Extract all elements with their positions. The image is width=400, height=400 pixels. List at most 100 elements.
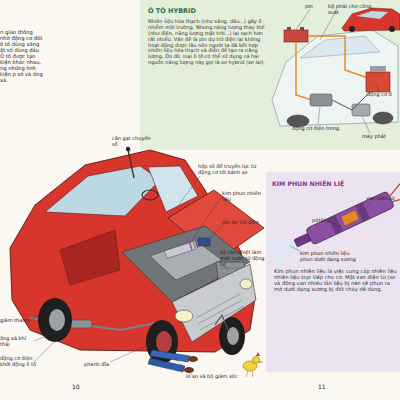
part-label: máy phát (362, 134, 400, 140)
fuel-injector-illustration (265, 229, 302, 269)
car-cutaway-illustration (70, 320, 92, 328)
hybrid-car-illustration (272, 8, 400, 133)
car-cutaway-illustration (219, 317, 245, 355)
hybrid-car-illustration (366, 72, 390, 92)
hybrid-car-illustration (308, 36, 368, 78)
car-cutaway-illustration (259, 361, 264, 363)
hybrid-car-illustration (318, 106, 320, 124)
car-cutaway-illustration (146, 320, 178, 364)
fuel-injector-illustration (265, 177, 400, 269)
part-label: pin (305, 4, 325, 10)
part-label: động cơ điện trong (292, 126, 344, 132)
car-cutaway-illustration (216, 262, 248, 294)
part-label: kim phun nhiên liệu phun dưới dạng sương (300, 251, 360, 263)
hybrid-car-illustration (310, 94, 332, 106)
part-label: phanh đĩa (84, 362, 114, 368)
part-label: bộ phát cho công suất (328, 4, 376, 16)
part-label: hộp số để truyền lực từ động cơ tới bánh… (198, 164, 268, 176)
hybrid-car-illustration (320, 11, 336, 40)
box-heading: KIM PHUN NHIÊN LIỆ (272, 180, 398, 187)
car-cutaway-illustration (34, 336, 60, 362)
car-cutaway-illustration (192, 196, 222, 240)
car-cutaway-illustration (28, 148, 228, 375)
info-box: Ô TÔ HYBRIDNhiên liệu hóa thạch (như xăn… (140, 0, 400, 150)
box-body: Kim phun nhiên liệu là việc cung cấp nhi… (274, 268, 398, 293)
car-cutaway-illustration (45, 166, 160, 216)
part-label: pin dự trữ điện (222, 220, 266, 226)
info-box: KIM PHUN NHIÊN LIỆ Kim phun nhiên liệu là… (266, 172, 400, 372)
car-cutaway-illustration (128, 150, 134, 178)
part-label: pittông (312, 218, 334, 224)
part-label: cần gạt chuyển số (112, 136, 152, 148)
car-cutaway-illustration (184, 367, 194, 373)
car-cutaway-illustration (148, 358, 185, 372)
car-cutaway-illustration (126, 147, 130, 151)
car-cutaway-illustration (172, 264, 256, 342)
injector-leader-line (290, 246, 300, 251)
hybrid-car-illustration (272, 30, 398, 126)
hybrid-car-illustration (332, 92, 370, 110)
car-cutaway-illustration (38, 298, 72, 342)
fuel-injector-illustration (387, 183, 400, 205)
car-cutaway-illustration (122, 226, 250, 302)
car-cutaway-illustration (227, 327, 239, 345)
part-label: động cơ điện khởi động ô tô (0, 356, 36, 368)
hybrid-car-illustration (284, 30, 308, 42)
fuel-injector-illustration (355, 202, 370, 222)
car-cutaway-illustration (178, 176, 200, 206)
hybrid-car-illustration (287, 27, 291, 30)
injector-leader-line (290, 203, 370, 251)
car-cutaway-illustration (34, 326, 72, 341)
hybrid-car-illustration (389, 26, 395, 32)
car-cutaway-illustration (206, 225, 222, 243)
hybrid-car-illustration (296, 9, 310, 30)
hybrid-car-illustration (300, 27, 304, 30)
injector-leader-line (330, 222, 342, 228)
car-cutaway-illustration (246, 371, 253, 377)
car-cutaway-illustration (198, 238, 210, 246)
page-number: 11 (318, 384, 338, 391)
car-cutaway-illustration (156, 331, 172, 353)
hybrid-car-illustration (296, 42, 312, 100)
car-cutaway-illustration (150, 350, 190, 362)
car-cutaway-illustration (215, 315, 228, 330)
car-cutaway-illustration (188, 236, 198, 250)
car-cutaway-illustration (30, 318, 160, 330)
hybrid-car-illustration (349, 26, 355, 32)
hybrid-car-illustration (300, 36, 380, 58)
part-label: động cơ đ (367, 92, 400, 98)
hybrid-car-illustration (375, 84, 380, 92)
car-cutaway-illustration (150, 240, 222, 280)
part-label: ống xả khí thải (0, 336, 34, 348)
car-cutaway-illustration (110, 344, 150, 362)
car-cutaway-illustration (164, 242, 195, 259)
intro-text: n giao thông nhờ động cơ đốt ô tô dùng x… (0, 30, 44, 84)
hybrid-car-illustration (362, 116, 370, 133)
car-cutaway-illustration (142, 190, 158, 200)
hybrid-car-illustration (352, 104, 370, 116)
car-cutaway-illustration (172, 356, 192, 375)
car-cutaway-illustration (28, 314, 40, 322)
hybrid-car-illustration (370, 66, 386, 72)
car-cutaway-illustration (148, 166, 198, 212)
part-label: bộ tản nhiệt làm mát nước từ động cơ (220, 250, 265, 267)
car-cutaway-illustration (49, 309, 65, 331)
car-cutaway-illustration (188, 356, 198, 362)
hybrid-car-illustration (373, 112, 393, 124)
car-cutaway-illustration (175, 310, 193, 322)
car-cutaway-illustration (10, 147, 264, 377)
part-label: kim phun nhiên liệu (222, 191, 270, 203)
car-cutaway-illustration (130, 148, 131, 152)
car-cutaway-illustration (60, 230, 120, 285)
car-cutaway-illustration (256, 352, 260, 356)
car-cutaway-illustration (10, 150, 255, 352)
injector-leader-line (362, 203, 370, 214)
car-cutaway-illustration (253, 357, 260, 364)
car-cutaway-illustration (243, 361, 257, 371)
hybrid-car-illustration (342, 8, 400, 31)
hybrid-car-illustration (356, 11, 388, 19)
page-number: 10 (72, 384, 92, 391)
